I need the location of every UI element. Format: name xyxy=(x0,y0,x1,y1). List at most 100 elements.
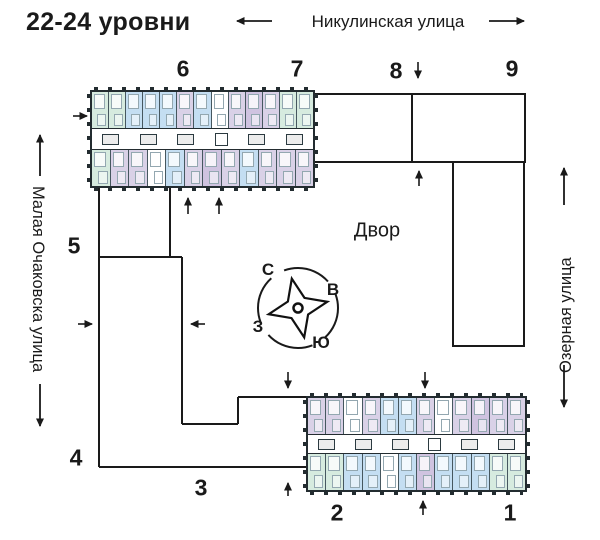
apartment-unit xyxy=(221,149,240,187)
room-detail xyxy=(437,456,449,472)
apartment-unit xyxy=(211,92,229,129)
room-detail xyxy=(233,113,243,127)
room-detail xyxy=(382,400,395,415)
apartment-unit xyxy=(435,398,454,434)
room-detail xyxy=(364,400,376,415)
elevator-core xyxy=(428,437,442,451)
room-detail xyxy=(230,94,242,110)
room-detail xyxy=(213,94,225,110)
room-detail xyxy=(509,400,522,415)
apartment-unit xyxy=(344,398,363,434)
room-detail xyxy=(242,151,254,167)
apartment-unit xyxy=(489,398,508,434)
room-detail xyxy=(190,171,200,185)
compass-letter-south: Ю xyxy=(312,333,330,352)
room-detail xyxy=(441,475,451,488)
room-detail xyxy=(382,456,395,472)
room-detail xyxy=(216,113,226,127)
building-outline xyxy=(98,93,526,468)
room-detail xyxy=(386,418,396,432)
apartment-unit xyxy=(277,149,296,187)
service-core xyxy=(177,133,195,145)
room-detail xyxy=(495,475,505,488)
service-core xyxy=(391,438,409,450)
room-detail xyxy=(459,475,469,488)
apartment-unit xyxy=(417,454,436,490)
apartment-unit xyxy=(228,92,246,129)
apartment-unit xyxy=(471,398,490,434)
room-detail xyxy=(459,418,469,432)
balcony-ticks xyxy=(87,94,91,184)
room-detail xyxy=(246,171,256,185)
direction-arrows xyxy=(36,17,568,515)
room-detail xyxy=(495,418,505,432)
room-detail xyxy=(298,94,310,110)
apartment-unit xyxy=(92,92,110,129)
apartment-unit xyxy=(203,149,222,187)
apartment-unit xyxy=(398,398,418,434)
service-core xyxy=(498,438,516,450)
compass-rose xyxy=(257,267,339,349)
balcony-ticks xyxy=(94,187,311,191)
room-detail xyxy=(400,400,413,415)
apartment-unit xyxy=(126,92,144,129)
room-detail xyxy=(350,475,360,488)
apartment-row xyxy=(92,92,314,129)
apartment-unit xyxy=(177,92,195,129)
apartment-unit xyxy=(245,92,263,129)
street-label-nikulinskaya: Никулинская улица xyxy=(311,12,465,31)
compass-center xyxy=(292,302,304,314)
room-detail xyxy=(477,475,487,488)
apartment-unit xyxy=(194,92,212,129)
apartment-unit xyxy=(453,398,472,434)
room-detail xyxy=(513,475,524,488)
room-detail xyxy=(264,171,274,185)
room-detail xyxy=(423,418,433,432)
room-detail xyxy=(268,113,277,127)
room-detail xyxy=(509,456,522,472)
room-detail xyxy=(368,418,378,432)
room-detail xyxy=(153,171,163,185)
room-detail xyxy=(199,113,209,127)
compass-letter-north: С xyxy=(261,260,275,279)
room-detail xyxy=(513,418,524,432)
room-detail xyxy=(112,151,125,167)
apartment-unit xyxy=(279,92,297,129)
room-detail xyxy=(97,113,107,127)
room-detail xyxy=(332,418,342,432)
apartment-unit xyxy=(507,398,526,434)
room-detail xyxy=(162,94,174,110)
room-detail xyxy=(441,418,451,432)
corridor xyxy=(308,433,525,455)
balcony-ticks xyxy=(526,400,530,488)
room-detail xyxy=(94,94,105,110)
building-number-2: 2 xyxy=(330,499,344,526)
balcony-ticks xyxy=(314,94,318,184)
street-label-malaya-ochakovska: Малая Очаковска улица xyxy=(29,186,47,373)
courtyard-label: Двор xyxy=(353,219,401,242)
room-detail xyxy=(148,113,158,127)
apartment-unit xyxy=(380,398,399,434)
room-detail xyxy=(260,151,273,167)
floorplan-block-buildings-6-7 xyxy=(87,87,318,191)
elevator-core xyxy=(214,132,228,146)
service-core xyxy=(248,133,266,145)
building-number-8: 8 xyxy=(389,57,403,84)
room-detail xyxy=(404,418,415,432)
apartment-rows xyxy=(308,398,526,490)
room-detail xyxy=(128,94,139,110)
apartment-unit xyxy=(295,149,313,187)
room-detail xyxy=(328,456,340,472)
apartment-rows xyxy=(92,92,314,187)
room-detail xyxy=(419,400,431,415)
apartment-row xyxy=(308,454,526,490)
corridor xyxy=(92,128,313,150)
service-core xyxy=(102,133,120,145)
building-number-1: 1 xyxy=(503,499,517,526)
room-detail xyxy=(227,171,237,185)
room-detail xyxy=(251,113,260,127)
room-detail xyxy=(437,400,449,415)
apartment-unit xyxy=(507,454,526,490)
room-detail xyxy=(145,94,157,110)
